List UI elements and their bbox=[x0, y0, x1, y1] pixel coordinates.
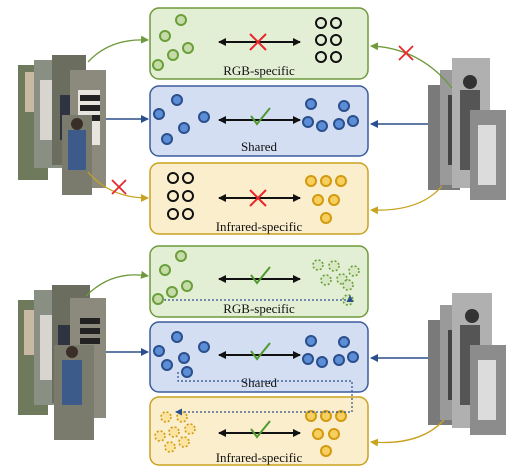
rgb-person-photos bbox=[18, 285, 106, 440]
transferred-rgb-nodes bbox=[312, 259, 360, 306]
bottom-panel: RGB-specific Shared bbox=[18, 245, 506, 466]
infrared-specific-label: Infrared-specific bbox=[216, 450, 303, 465]
right-to-ir-arrow bbox=[370, 419, 445, 447]
rgb-specific-nodes bbox=[152, 14, 194, 71]
rgb-specific-label: RGB-specific bbox=[223, 63, 295, 78]
infrared-person-photos bbox=[428, 293, 506, 435]
shared-left-nodes bbox=[153, 94, 210, 145]
infrared-person-photos bbox=[428, 58, 506, 200]
cross-mark-icon bbox=[249, 189, 267, 207]
rgb-person-photos bbox=[18, 55, 106, 195]
shared-right-nodes bbox=[302, 98, 359, 132]
top-panel: RGB-specific Shared bbox=[18, 7, 506, 235]
check-mark-icon bbox=[250, 266, 271, 285]
cross-mark-icon bbox=[111, 179, 127, 195]
cross-mark-icon bbox=[398, 45, 414, 61]
rgb-empty-nodes bbox=[315, 17, 342, 63]
left-to-rgb-arrow bbox=[87, 35, 149, 63]
rgb-transfer-dotted-link bbox=[164, 295, 354, 302]
infrared-specific-nodes bbox=[305, 410, 347, 457]
infrared-specific-label: Infrared-specific bbox=[216, 219, 303, 234]
rgb-specific-label: RGB-specific bbox=[223, 301, 295, 316]
left-to-rgb-arrow bbox=[85, 270, 149, 297]
check-mark-icon bbox=[250, 107, 271, 126]
ir-empty-nodes bbox=[167, 172, 194, 220]
cross-mark-icon bbox=[249, 33, 267, 51]
check-mark-icon bbox=[250, 420, 271, 439]
ir-transfer-dotted-link bbox=[175, 372, 353, 416]
right-to-ir-arrow bbox=[370, 185, 443, 215]
shared-label: Shared bbox=[241, 375, 278, 390]
shared-right-nodes bbox=[302, 335, 359, 368]
rgb-specific-nodes bbox=[152, 250, 193, 305]
shared-left-nodes bbox=[153, 331, 210, 378]
transferred-ir-nodes bbox=[154, 411, 196, 453]
infrared-specific-nodes bbox=[305, 175, 347, 224]
check-mark-icon bbox=[250, 342, 271, 361]
right-to-rgb-arrow bbox=[370, 42, 453, 89]
shared-label: Shared bbox=[241, 139, 278, 154]
